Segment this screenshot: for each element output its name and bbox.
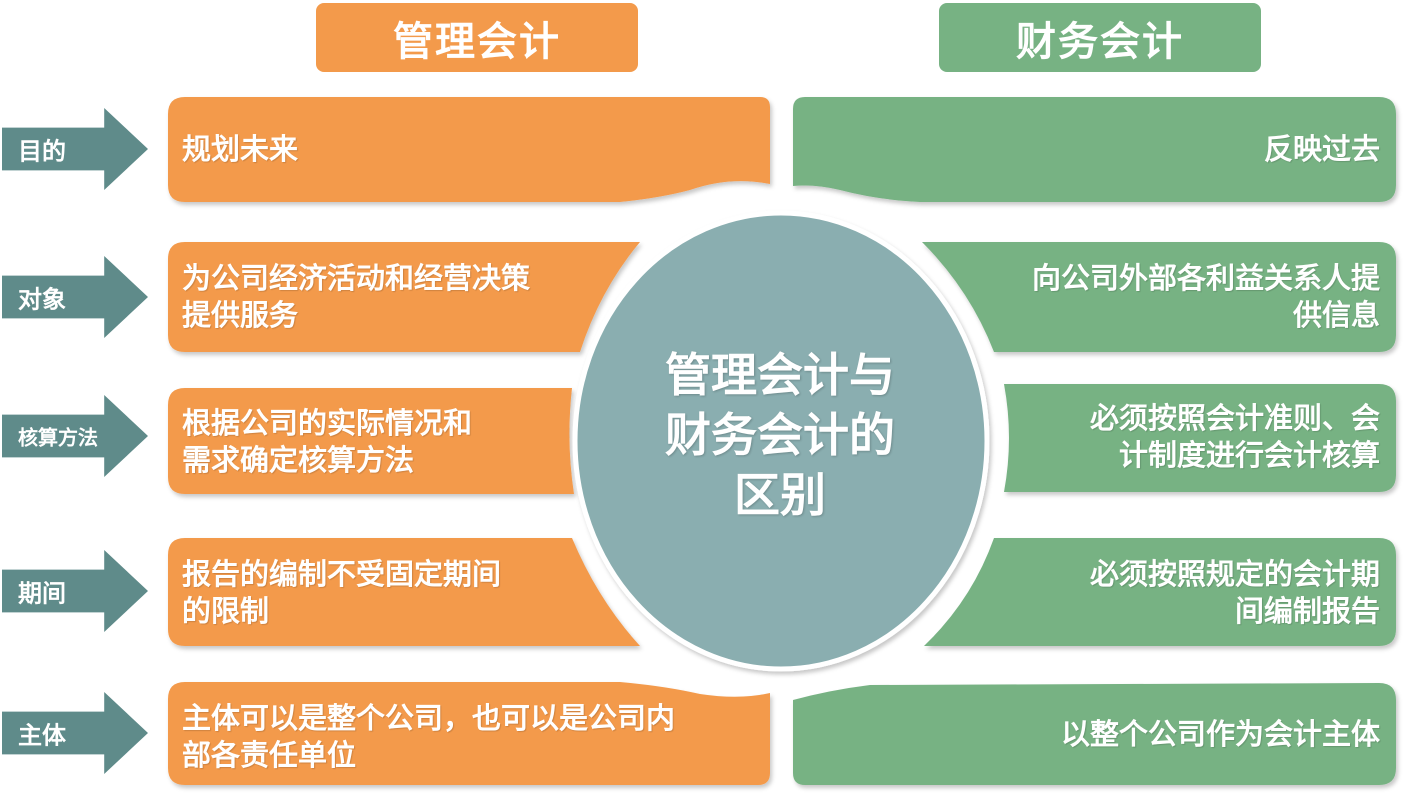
management-accounting-header: 管理会计 — [316, 3, 638, 72]
row-label: 核算方法 — [18, 425, 98, 450]
right-text-purpose: 反映过去 — [1264, 131, 1380, 168]
row-label: 目的 — [18, 137, 66, 166]
row-label: 主体 — [18, 721, 66, 750]
financial-accounting-header: 财务会计 — [939, 3, 1261, 72]
right-text-line: 供信息 — [1292, 298, 1380, 332]
left-box-entity — [168, 682, 770, 785]
left-text-purpose: 规划未来 — [182, 131, 298, 168]
left-box-purpose — [168, 97, 770, 202]
right-text-line: 计制度进行会计核算 — [1118, 438, 1380, 472]
right-text-line: 必须按照规定的会计期 — [1089, 557, 1380, 591]
left-text-object: 为公司经济活动和经营决策 提供服务 — [182, 260, 530, 334]
left-text-line: 提供服务 — [182, 298, 299, 332]
row-label: 对象 — [18, 285, 66, 314]
left-box-method — [168, 388, 574, 494]
right-box-method — [1004, 384, 1396, 492]
right-box-purpose — [793, 97, 1396, 202]
left-text-entity: 主体可以是整个公司，也可以是公司内 部各责任单位 — [182, 700, 675, 774]
center-title: 管理会计与 财务会计的 区别 — [615, 345, 945, 525]
center-title-line: 财务会计的 — [665, 408, 895, 462]
right-text-method: 必须按照会计准则、会 计制度进行会计核算 — [1090, 400, 1380, 474]
left-text-line: 规划未来 — [182, 132, 299, 166]
center-title-line: 区别 — [734, 468, 826, 522]
left-text-line: 报告的编制不受固定期间 — [182, 557, 502, 591]
left-text-method: 根据公司的实际情况和 需求确定核算方法 — [182, 405, 472, 479]
right-text-entity: 以整个公司作为会计主体 — [1061, 716, 1380, 753]
right-text-line: 向公司外部各利益关系人提 — [1031, 261, 1380, 295]
left-text-line: 根据公司的实际情况和 — [182, 406, 473, 440]
left-box-period — [168, 538, 640, 646]
right-text-line: 反映过去 — [1263, 132, 1380, 166]
right-text-line: 以整个公司作为会计主体 — [1060, 717, 1380, 751]
right-box-entity — [793, 683, 1396, 785]
row-label: 期间 — [18, 579, 66, 608]
right-box-object — [922, 242, 1396, 352]
right-text-object: 向公司外部各利益关系人提 供信息 — [1032, 260, 1380, 334]
right-box-period — [924, 538, 1396, 646]
left-text-line: 为公司经济活动和经营决策 — [182, 261, 531, 295]
left-text-period: 报告的编制不受固定期间 的限制 — [182, 556, 501, 630]
center-title-line: 管理会计与 — [665, 348, 895, 402]
right-text-period: 必须按照规定的会计期 间编制报告 — [1090, 556, 1380, 630]
left-text-line: 主体可以是整个公司，也可以是公司内 — [182, 701, 676, 735]
left-text-line: 部各责任单位 — [182, 738, 357, 772]
left-box-object — [168, 242, 640, 352]
right-text-line: 必须按照会计准则、会 — [1089, 401, 1380, 435]
left-text-line: 需求确定核算方法 — [182, 443, 415, 477]
left-text-line: 的限制 — [182, 594, 270, 628]
right-text-line: 间编制报告 — [1234, 594, 1380, 628]
center-circle — [572, 210, 990, 672]
